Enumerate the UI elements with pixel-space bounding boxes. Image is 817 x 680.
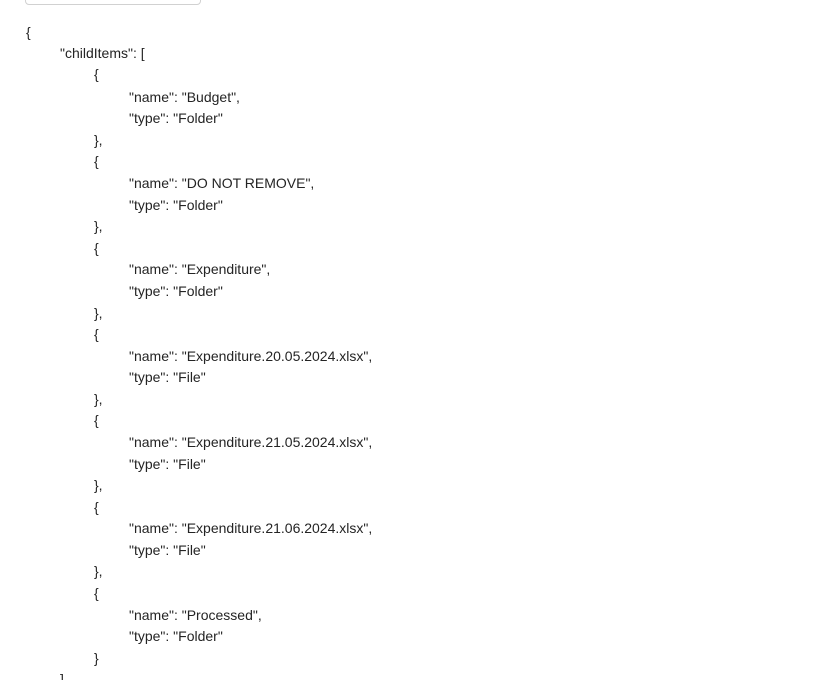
- json-line: "name": "Expenditure",: [129, 261, 271, 277]
- json-line: {: [94, 326, 99, 342]
- json-line: "name": "DO NOT REMOVE",: [129, 175, 315, 191]
- json-line: },: [94, 563, 103, 579]
- json-line: {: [94, 499, 99, 515]
- top-input-box[interactable]: [25, 0, 201, 5]
- json-line: "name": "Processed",: [129, 607, 262, 623]
- json-line: },: [94, 305, 103, 321]
- json-line: "childItems": [: [60, 45, 145, 61]
- json-line: "type": "File": [129, 456, 206, 472]
- json-line: "type": "Folder": [129, 628, 223, 644]
- json-line: "type": "Folder": [129, 283, 223, 299]
- json-line: {: [94, 66, 99, 82]
- json-line: "type": "File": [129, 369, 206, 385]
- json-line: ],: [60, 671, 68, 680]
- json-line: {: [26, 24, 31, 40]
- json-line: "name": "Expenditure.21.05.2024.xlsx",: [129, 434, 373, 450]
- json-line: },: [94, 218, 103, 234]
- json-line: {: [94, 240, 99, 256]
- json-line: },: [94, 132, 103, 148]
- json-line: "name": "Expenditure.21.06.2024.xlsx",: [129, 520, 373, 536]
- json-line: },: [94, 477, 103, 493]
- json-line: },: [94, 391, 103, 407]
- json-line: "type": "Folder": [129, 110, 223, 126]
- json-line: {: [94, 153, 99, 169]
- json-line: "type": "File": [129, 542, 206, 558]
- json-line: "name": "Budget",: [129, 89, 240, 105]
- json-line: {: [94, 585, 99, 601]
- json-line: "type": "Folder": [129, 197, 223, 213]
- json-line: {: [94, 412, 99, 428]
- json-line: }: [94, 650, 99, 666]
- json-line: "name": "Expenditure.20.05.2024.xlsx",: [129, 348, 373, 364]
